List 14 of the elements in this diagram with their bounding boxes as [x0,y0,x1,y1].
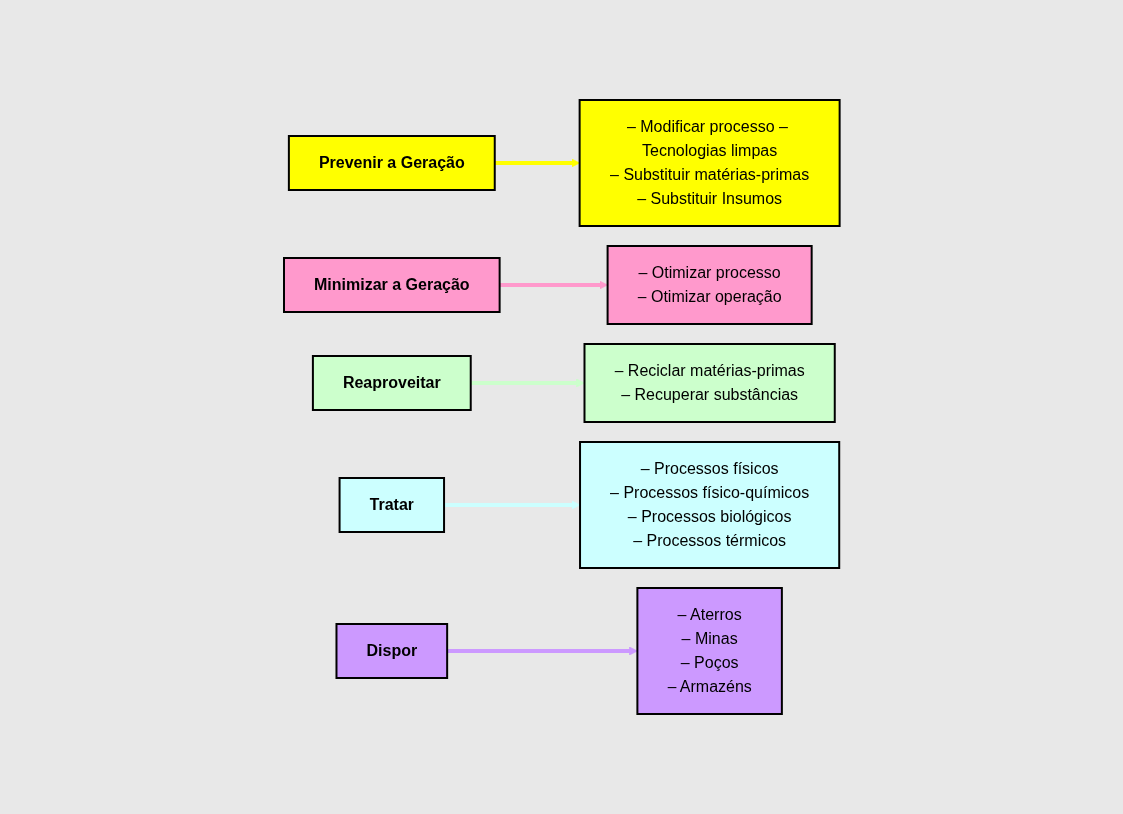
arrow [494,158,580,168]
node-box: Tratar [338,477,445,533]
node-box: Prevenir a Geração [287,135,496,191]
arrow [499,280,608,290]
node-box: – Processos físicos – Processos físico-químicos – Processos biológicos – Processos térmicos [578,441,840,569]
node-box: Minimizar a Geração [282,257,501,313]
node-box: – Modificar processo – Tecnologias limpas – Substituir matérias-primas – Substituir Insumos [578,99,841,227]
node-box: – Otimizar processo – Otimizar operação [606,245,813,325]
arrow [446,646,638,656]
node-box: Dispor [335,623,448,679]
node-box: – Reciclar matérias-primas – Recuperar substâncias [583,343,836,423]
node-box: Reaproveitar [311,355,472,411]
arrow [470,378,585,388]
node-box: – Aterros – Minas – Poços – Armazéns [636,587,783,715]
